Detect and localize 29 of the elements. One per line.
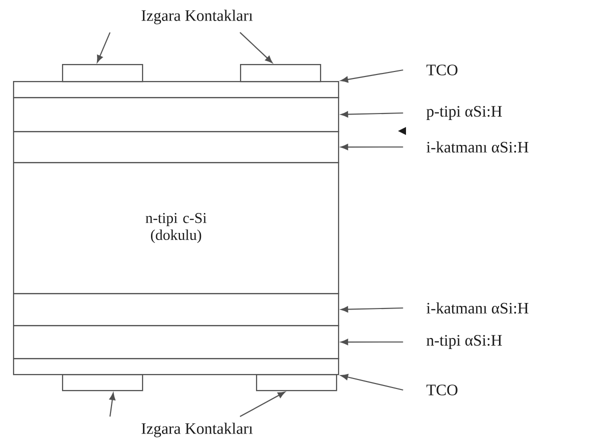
callout-text: i-katmanı αSi:H bbox=[426, 302, 528, 314]
grid-contact bbox=[240, 64, 322, 82]
callout-text: TCO bbox=[426, 384, 458, 396]
arrow bbox=[240, 392, 286, 418]
arrow bbox=[340, 69, 404, 83]
layer-box bbox=[13, 81, 340, 98]
arrow bbox=[96, 32, 111, 63]
layer-box bbox=[13, 358, 340, 376]
arrow bbox=[109, 392, 116, 417]
callout-text: Izgara Kontakları bbox=[142, 10, 253, 24]
grid-contact bbox=[62, 374, 144, 392]
arrow bbox=[340, 374, 404, 391]
callout-text: p-tipi αSi:H bbox=[426, 106, 502, 120]
layer-box bbox=[13, 325, 340, 360]
arrow bbox=[240, 32, 273, 64]
arrow bbox=[340, 338, 404, 346]
callout-text: i-katmanı αSi:H bbox=[426, 141, 528, 153]
arrow bbox=[340, 306, 404, 312]
layer-box bbox=[13, 293, 340, 326]
layer-box bbox=[13, 131, 340, 164]
grid-contact bbox=[62, 64, 144, 82]
arrow bbox=[340, 144, 404, 150]
grid-contact bbox=[256, 374, 338, 392]
callout-text: n-tipi αSi:H bbox=[426, 335, 502, 349]
arrow bbox=[340, 111, 404, 118]
layer-box bbox=[13, 97, 340, 132]
callout-text: TCO bbox=[426, 64, 458, 76]
layer-box: n-tipi c-Si (dokulu) bbox=[13, 162, 340, 294]
callout-text: Izgara Kontakları bbox=[142, 422, 253, 438]
